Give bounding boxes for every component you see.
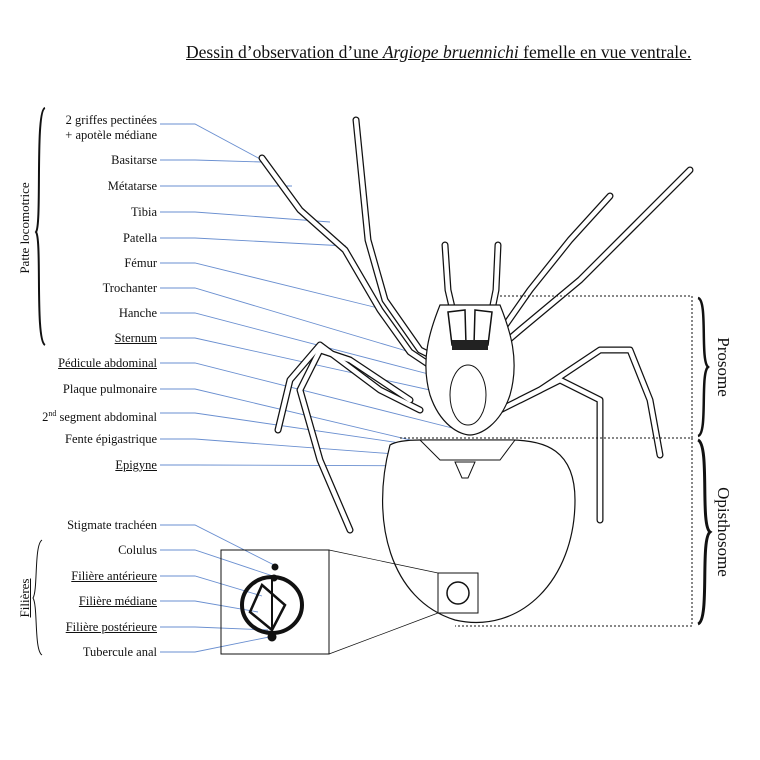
label-filiere-anterieure: Filière antérieure bbox=[71, 569, 157, 583]
epigastric-plate bbox=[418, 439, 516, 461]
group-label-opisthosome: Opisthosome bbox=[714, 487, 733, 577]
title-prefix: Dessin d’observation d’une bbox=[186, 42, 383, 62]
sternum bbox=[449, 364, 487, 426]
label-claws: 2 griffes pectinées+ apotèle médiane bbox=[65, 113, 157, 143]
segment-text: segment abdominal bbox=[56, 410, 157, 425]
label-patella: Patella bbox=[122, 231, 157, 245]
group-label-spinnerets: Filières bbox=[17, 578, 32, 618]
epigyne bbox=[454, 461, 476, 479]
spinneret-inset bbox=[220, 549, 479, 655]
opisthosome bbox=[381, 439, 576, 623]
label-epigyne: Epigyne bbox=[115, 458, 157, 472]
label-basitarse: Basitarse bbox=[111, 153, 157, 167]
segment-number: 2 bbox=[42, 410, 49, 425]
species-name: Argiope bruennichi bbox=[382, 42, 519, 62]
label-claws-line1: 2 griffes pectinées bbox=[65, 113, 157, 127]
group-label-prosome: Prosome bbox=[714, 337, 733, 397]
label-filiere-mediane: Filière médiane bbox=[78, 594, 157, 608]
group-label-leg: Patte locomotrice bbox=[17, 182, 32, 274]
title-suffix: femelle en vue ventrale. bbox=[518, 42, 692, 62]
segment-suffix: nd bbox=[48, 409, 57, 418]
section-brackets bbox=[32, 107, 713, 656]
label-sternum: Sternum bbox=[114, 331, 157, 345]
page-title: Dessin d’observation d’une Argiope bruen… bbox=[186, 42, 691, 63]
label-femur: Fémur bbox=[124, 256, 157, 270]
label-fente: Fente épigastrique bbox=[65, 432, 157, 446]
leader-lines bbox=[160, 123, 469, 653]
label-tubercule: Tubercule anal bbox=[82, 645, 157, 659]
label-plaque-pulmonaire: Plaque pulmonaire bbox=[62, 382, 157, 396]
label-hanche: Hanche bbox=[118, 306, 157, 320]
label-tibia: Tibia bbox=[131, 205, 157, 219]
label-claws-line2: + apotèle médiane bbox=[65, 128, 157, 142]
label-pedicule: Pédicule abdominal bbox=[58, 356, 157, 370]
label-filiere-posterieure: Filière postérieure bbox=[65, 620, 157, 634]
label-trochanter: Trochanter bbox=[102, 281, 157, 295]
label-colulus: Colulus bbox=[118, 543, 157, 557]
label-2nd-segment: 2nd segment abdominal bbox=[42, 406, 157, 425]
label-metatarse: Métatarse bbox=[107, 179, 157, 193]
label-stigmate: Stigmate trachéen bbox=[67, 518, 157, 532]
mouthparts bbox=[452, 340, 488, 350]
legs-inner bbox=[259, 117, 693, 533]
